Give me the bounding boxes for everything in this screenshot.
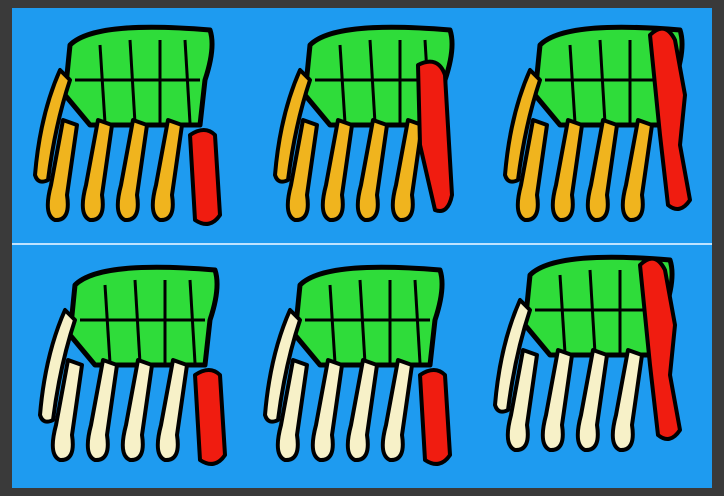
red-digit-bone <box>420 370 450 464</box>
red-digit-bone <box>195 370 225 464</box>
red-digit-bone <box>190 130 220 224</box>
